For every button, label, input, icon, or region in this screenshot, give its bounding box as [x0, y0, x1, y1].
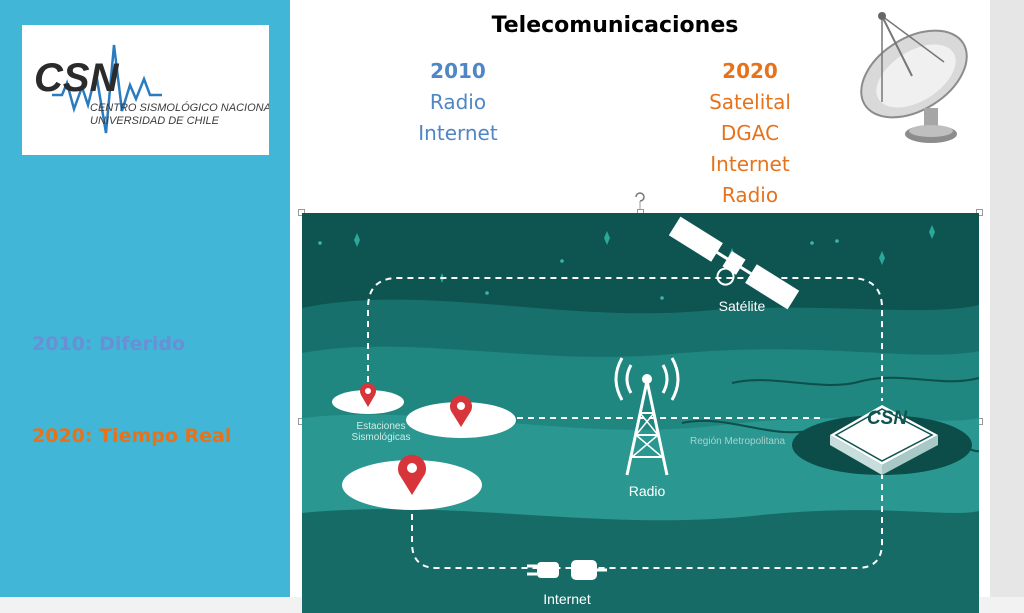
- logo-line2: UNIVERSIDAD DE CHILE: [90, 115, 220, 127]
- year-2020: 2020: [722, 59, 778, 83]
- selection-handle[interactable]: [298, 209, 305, 216]
- column-2010: 2010 Radio Internet: [388, 56, 528, 149]
- satellite-label: Satélite: [718, 298, 766, 314]
- list-item: Internet: [710, 152, 790, 176]
- plug-icon: [527, 560, 607, 580]
- seismic-wave-icon: [52, 44, 162, 134]
- region-border: [731, 376, 979, 386]
- star-icon: [604, 231, 610, 245]
- star-icon: [354, 233, 360, 247]
- csn-logo: CSN CENTRO SISMOLÓGICO NACIONAL UNIVERSI…: [22, 25, 269, 155]
- sidebar-label-2010: 2010: Diferido: [32, 333, 186, 355]
- year-2010: 2010: [430, 59, 486, 83]
- star-icon: [879, 251, 885, 265]
- star-dot: [810, 241, 814, 245]
- list-item: Radio: [721, 183, 779, 207]
- region-label: Región Metropolitana: [690, 436, 786, 447]
- sidebar-label-2020: 2020: Tiempo Real: [32, 425, 232, 447]
- list-item: DGAC: [720, 121, 780, 145]
- internet-label: Internet: [543, 591, 591, 607]
- logo-line1: CENTRO SISMOLÓGICO NACIONAL: [90, 101, 269, 114]
- rotate-handle-icon[interactable]: [632, 190, 648, 212]
- star-dot: [318, 241, 322, 245]
- star-dot: [835, 239, 839, 243]
- column-2020: 2020 Satelital DGAC Internet Radio: [680, 56, 820, 211]
- list-item: Satelital: [709, 90, 791, 114]
- logo-acronym: CSN: [34, 56, 120, 100]
- star-dot: [560, 259, 564, 263]
- page-title: Telecomunicaciones: [491, 13, 739, 38]
- network-diagram[interactable]: Satélite Radio Internet Estaciones Sismo…: [302, 213, 979, 613]
- right-margin: [990, 0, 1024, 597]
- list-item: Radio: [429, 90, 487, 114]
- sidebar-panel: CSN CENTRO SISMOLÓGICO NACIONAL UNIVERSI…: [0, 0, 290, 597]
- satellite-dish-icon: [860, 12, 968, 143]
- stations-label-line2: Sismológicas: [351, 432, 411, 443]
- list-item: Internet: [418, 121, 498, 145]
- satellite-icon: [668, 216, 800, 310]
- radio-tower-icon: [614, 357, 680, 476]
- stations-label-line1: Estaciones: [356, 421, 406, 432]
- csn-label: CSN: [866, 408, 908, 429]
- star-dot: [485, 291, 489, 295]
- radio-label: Radio: [628, 483, 666, 499]
- stations-label: Estaciones Sismológicas: [326, 421, 436, 443]
- location-pin-icon: [360, 383, 376, 407]
- selection-handle[interactable]: [976, 209, 983, 216]
- sea-layer: [302, 509, 979, 613]
- location-pin-icon: [450, 395, 472, 427]
- star-dot: [660, 296, 664, 300]
- star-icon: [929, 225, 935, 239]
- internet-link-path: [411, 473, 883, 569]
- location-pin-icon: [398, 454, 426, 495]
- csn-platform-icon: [830, 405, 938, 475]
